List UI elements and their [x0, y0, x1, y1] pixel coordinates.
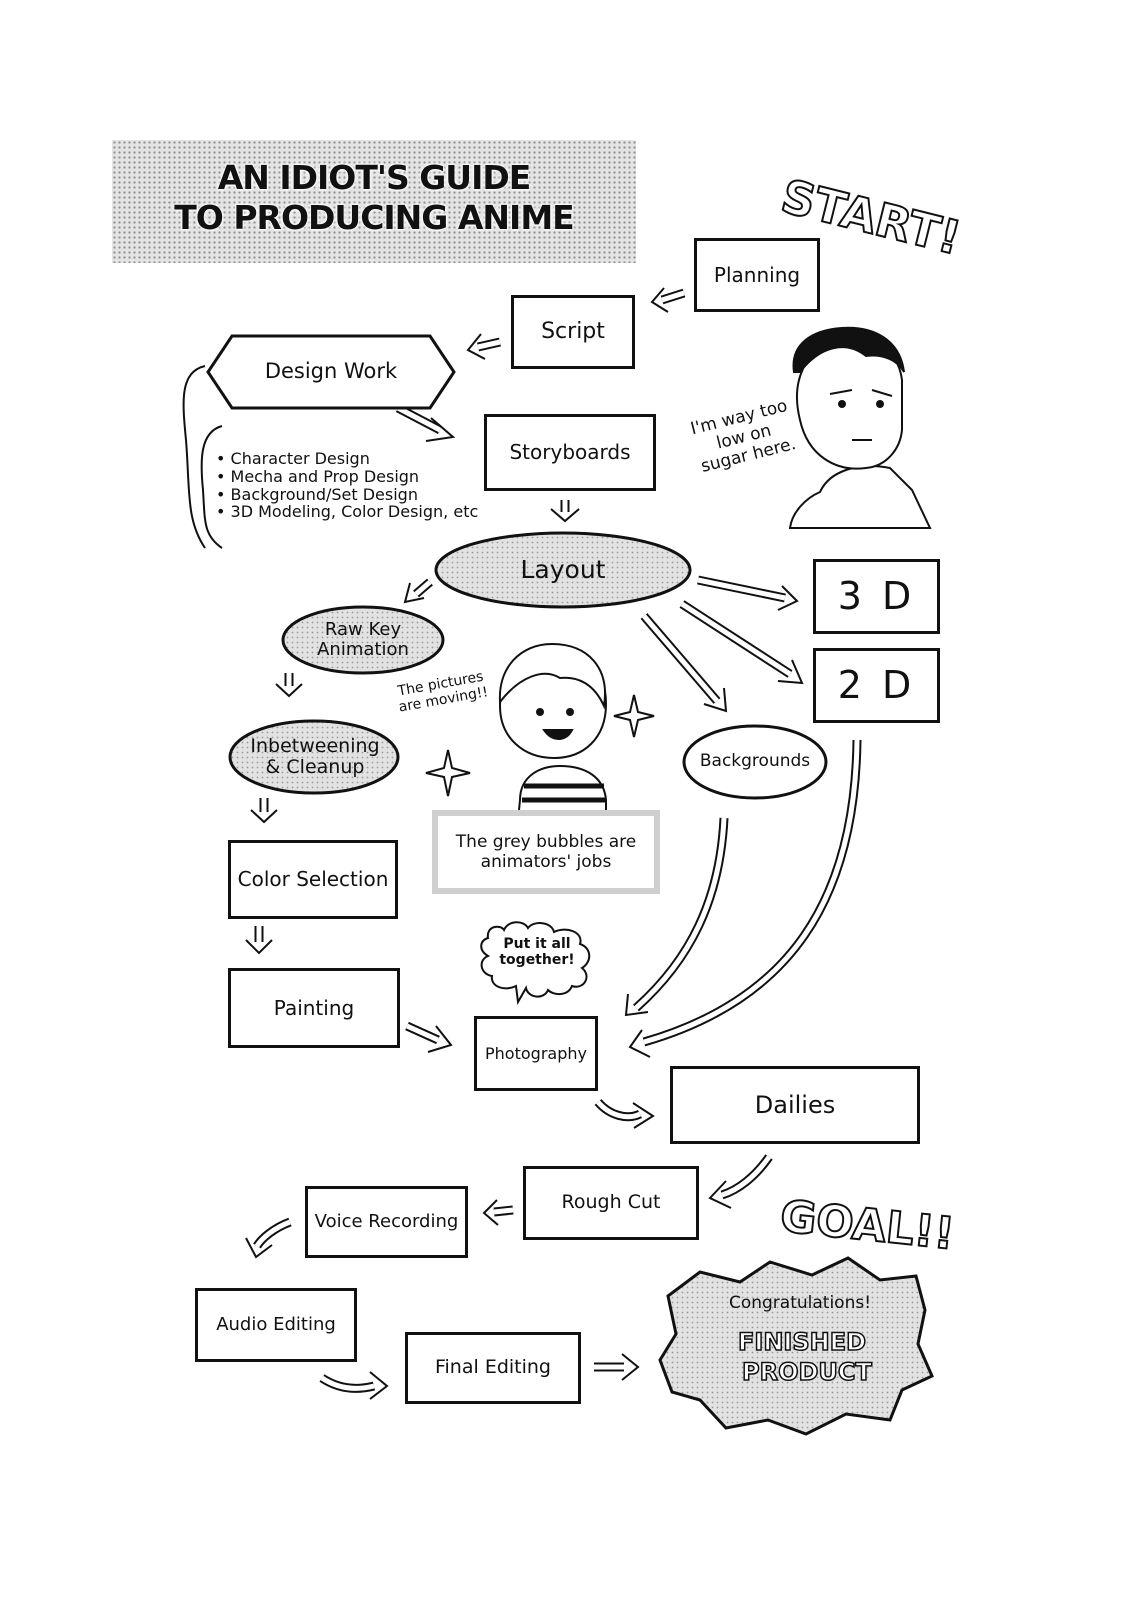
arrow-voice-audio	[253, 1217, 292, 1249]
arrow-photography-dailies	[594, 1098, 643, 1122]
man-speech: I'm way too low on sugar here.	[688, 395, 798, 477]
rough-cut-box: Rough Cut	[523, 1166, 699, 1240]
arrow-dailies-roughcut	[720, 1154, 773, 1200]
arrow-layout-3d	[697, 575, 786, 603]
finished-line-1: FINISHED	[737, 1327, 867, 1357]
page-title: AN IDIOT'S GUIDE TO PRODUCING ANIME	[112, 158, 636, 239]
planning-box: Planning	[694, 238, 820, 312]
dailies-box: Dailies	[670, 1066, 920, 1144]
audio-editing-box: Audio Editing	[195, 1288, 357, 1362]
sparkle-icon	[613, 694, 655, 738]
layout-label: Layout	[520, 555, 606, 584]
title-line-1: AN IDIOT'S GUIDE	[217, 158, 532, 197]
sparkle-icon	[425, 749, 471, 797]
backgrounds-label: Backgrounds	[699, 751, 811, 772]
kid-speech: The pictures are moving!!	[396, 668, 490, 716]
final-editing-box: Final Editing	[405, 1332, 581, 1404]
design-item: 3D Modeling, Color Design, etc	[216, 503, 479, 521]
painting-box: Painting	[228, 968, 400, 1048]
kid-illustration	[498, 642, 608, 821]
arrow-audio-final	[319, 1374, 376, 1393]
3d-box: 3 D	[813, 559, 940, 634]
arrow-painting-photography	[405, 1021, 440, 1045]
arrow-script-design	[477, 337, 501, 352]
raw-key-label: Raw Key Animation	[317, 618, 409, 660]
design-item: Background/Set Design	[216, 485, 478, 504]
title-line-2: TO PRODUCING ANIME	[174, 198, 574, 238]
congrats-text: Congratulations!	[728, 1293, 872, 1314]
arrow-layout-rawkey	[413, 578, 433, 598]
design-item: Mecha and Prop Design	[216, 467, 478, 486]
design-work-label: Design Work	[264, 359, 398, 384]
arrow-layout-2d	[679, 600, 793, 678]
script-box: Script	[511, 295, 635, 369]
legend-note: The grey bubbles are animators' jobs	[432, 810, 660, 894]
arrow-layout-backgrounds	[640, 613, 721, 704]
design-items-list: Character Design Mecha and Prop Design B…	[216, 450, 479, 521]
man-illustration	[788, 326, 932, 529]
photography-box: Photography	[474, 1016, 598, 1091]
together-text: Put it all together!	[499, 936, 575, 969]
2d-box: 2 D	[813, 648, 940, 723]
finished-line-2: PRODUCT	[741, 1357, 872, 1387]
arrow-roughcut-voice	[493, 1205, 514, 1217]
goal-label: GOAL!!	[777, 1190, 958, 1261]
inbetween-label: Inbetweening & Cleanup	[250, 734, 380, 778]
storyboards-box: Storyboards	[484, 414, 656, 491]
design-item: Character Design	[216, 450, 478, 468]
arrow-2d-photography	[642, 739, 862, 1047]
voice-recording-box: Voice Recording	[305, 1186, 468, 1258]
design-bracket	[182, 365, 206, 549]
arrow-design-storyboards	[395, 404, 443, 434]
title-band	[112, 140, 636, 263]
arrow-planning-script	[660, 288, 686, 305]
color-selection-box: Color Selection	[228, 840, 398, 919]
